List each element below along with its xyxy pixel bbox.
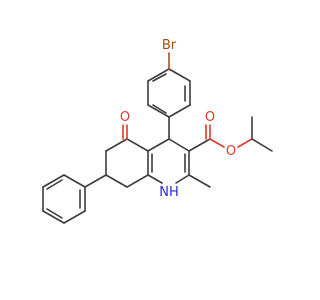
methyl-bond <box>188 174 211 188</box>
cyclohexanone-ring <box>105 138 149 188</box>
ester-group <box>188 116 273 152</box>
carbonyl-oxygen-label: O <box>205 110 215 125</box>
phenyl-attach-bond <box>84 174 107 188</box>
bromophenyl-ring <box>147 68 191 118</box>
ester-oxygen-label: O <box>226 144 236 159</box>
amine-label: NH <box>159 185 179 200</box>
bromine-label: Br <box>162 38 177 53</box>
ketone-oxygen-label: O <box>120 110 130 125</box>
dihydropyridine-ring <box>147 138 190 184</box>
phenyl-ring <box>42 174 86 224</box>
molecule-structure: Br NH O O O <box>42 38 273 224</box>
molecule-canvas: Br NH O O O <box>42 38 273 224</box>
